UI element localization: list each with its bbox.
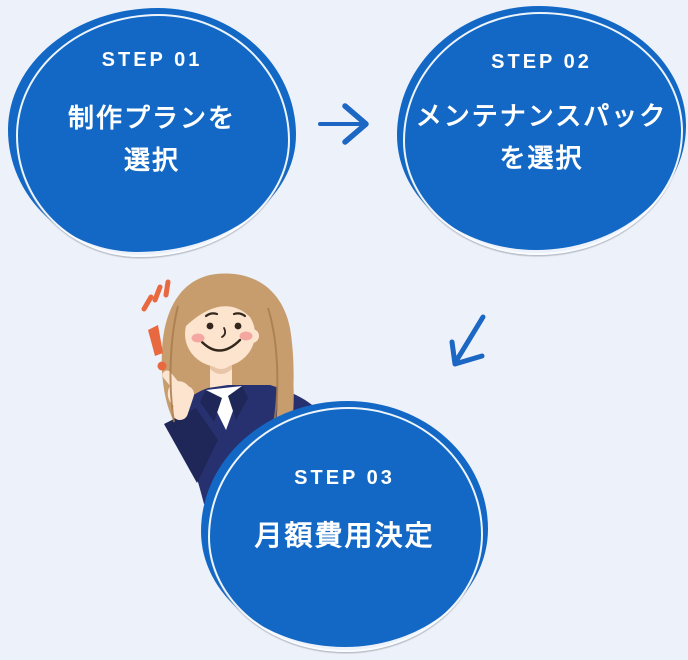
hair-front-strand	[250, 302, 294, 433]
step-01-title-line-1: 制作プランを	[67, 103, 236, 133]
nose	[221, 327, 227, 338]
step-01-content: STEP 01 制作プランを 選択	[8, 8, 296, 294]
step-01-label: STEP 01	[101, 49, 203, 71]
step-03-content: STEP 03 月額費用決定	[201, 401, 488, 660]
face	[185, 301, 255, 367]
eye-right	[234, 322, 242, 330]
step-01-bubble: STEP 01 制作プランを 選択	[8, 8, 296, 257]
lapel-left	[200, 390, 222, 422]
exclamation-icon	[148, 325, 167, 371]
arrow-down-left-icon	[449, 314, 486, 367]
step-03-title-line-1: 月額費用決定	[254, 520, 435, 551]
hair-strand-line-right	[267, 307, 279, 425]
step-03-title: 月額費用決定	[254, 515, 434, 557]
step-02-title-line-2: を選択	[499, 143, 584, 173]
step-02-bubble: STEP 02 メンテナンスパック を選択	[397, 6, 686, 255]
emphasis-dashes-icon	[141, 279, 171, 312]
cheek-left	[191, 333, 205, 343]
hair-strand-line-left	[169, 305, 179, 423]
eyebrow-left	[204, 312, 219, 318]
step-02-title-line-1: メンテナンスパック	[415, 101, 668, 131]
lapel-right	[228, 386, 248, 420]
sleeve-elbow	[164, 408, 218, 483]
neck-shadow	[210, 364, 232, 374]
step-02-content: STEP 02 メンテナンスパック を選択	[397, 6, 686, 296]
step-02-label: STEP 02	[491, 51, 592, 73]
eye-left	[206, 322, 214, 330]
step-03-label: STEP 03	[294, 467, 395, 489]
eyebrow-right	[232, 312, 247, 318]
cheek-right	[239, 331, 253, 341]
step-02-title: メンテナンスパック を選択	[416, 95, 667, 179]
mouth-smile	[200, 338, 242, 352]
step-03-bubble: STEP 03 月額費用決定	[201, 401, 488, 652]
step-01-title-line-2: 選択	[123, 145, 180, 175]
step-01-title: 制作プランを 選択	[68, 97, 236, 181]
arrow-right-icon	[318, 103, 369, 145]
hair-bangs	[185, 278, 256, 326]
